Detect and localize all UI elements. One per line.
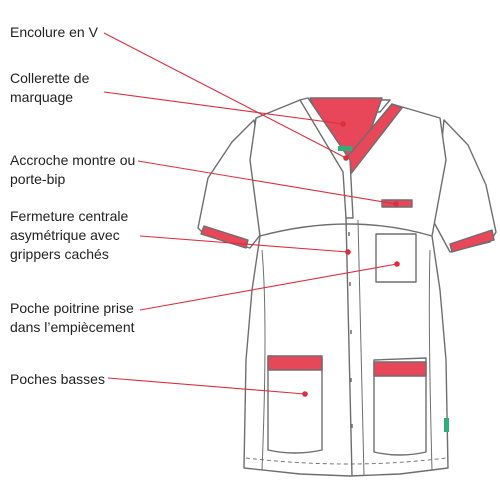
right-pocket-flap (373, 361, 427, 377)
leader-collar-trim (103, 91, 344, 125)
leader-chest-pocket (139, 263, 398, 311)
brand-tag-icon (338, 146, 352, 151)
right-princess-seam (428, 249, 433, 471)
callout-lower-pockets: Poches basses (10, 371, 105, 387)
callout-chest-pocket: Poche poitrine prise dans l’empiècement (10, 300, 135, 335)
callout-v-neck: Encolure en V (10, 24, 98, 40)
leader-lower-pockets (107, 377, 306, 395)
leader-front-closure (139, 235, 349, 253)
leader-dot-watch-loop (393, 201, 399, 207)
right-sleeve-cuff (449, 229, 495, 253)
front-placket (345, 217, 353, 477)
left-pocket-flap (267, 355, 323, 371)
leader-dot-front-closure (345, 249, 351, 255)
left-lower-pocket (267, 355, 323, 454)
tunic-illustration-icon (197, 97, 497, 477)
right-lower-pocket (373, 357, 427, 456)
callout-collar-trim: Collerette de marquage (10, 70, 90, 105)
front-placket-edge (357, 219, 365, 477)
leader-dot-lower-pockets (302, 391, 308, 397)
leader-dot-v-neck (343, 155, 349, 161)
callout-front-closure: Fermeture centrale asymétrique avec grip… (10, 208, 129, 262)
yoke-seam (259, 223, 433, 237)
grippers (348, 232, 353, 428)
leader-watch-loop (137, 160, 397, 205)
hem-stitch (245, 457, 447, 465)
callout-watch-loop: Accroche montre ou porte-bip (10, 152, 136, 187)
chest-pocket-shape (375, 233, 417, 283)
side-brand-tag-icon (444, 418, 449, 432)
left-sleeve-cuff (200, 225, 249, 249)
left-princess-seam (261, 249, 266, 471)
leader-dot-collar-trim (340, 121, 346, 127)
leader-lines (103, 32, 400, 397)
left-collar-band (299, 97, 354, 219)
leader-v-neck (103, 32, 347, 159)
leader-dot-chest-pocket (394, 261, 400, 267)
